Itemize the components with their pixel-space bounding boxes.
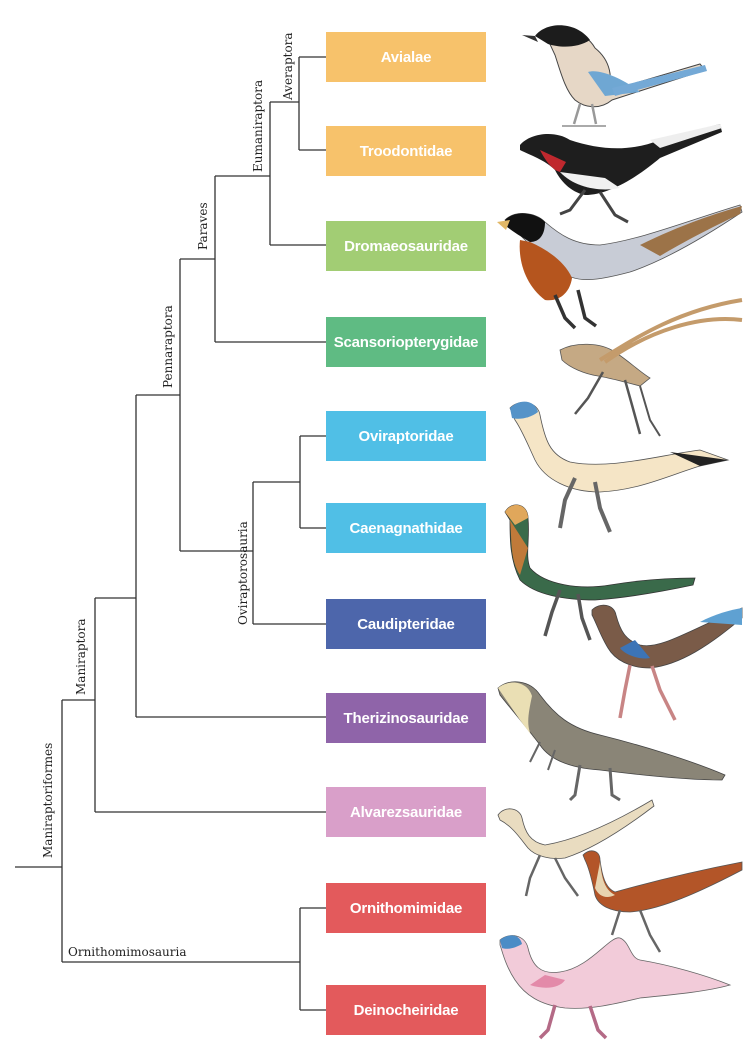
clade-label-ornithomimosauria: Ornithomimosauria (68, 946, 187, 959)
family-box-caudipteridae: Caudipteridae (326, 599, 486, 649)
clade-label-oviraptorosauria: Oviraptorosauria (237, 521, 250, 625)
oviraptorid-illustration (510, 402, 728, 532)
troodontid-illustration (520, 124, 722, 222)
clade-label-maniraptora: Maniraptora (75, 618, 88, 695)
azure-winged-magpie-illustration (522, 25, 707, 126)
clade-label-maniraptoriformes: Maniraptoriformes (42, 743, 55, 858)
deinocheirid-illustration (500, 935, 730, 1038)
family-box-troodontidae: Troodontidae (326, 126, 486, 176)
family-box-oviraptoridae: Oviraptoridae (326, 411, 486, 461)
therizinosaur-illustration (498, 682, 725, 800)
ornithomimid-illustration (583, 851, 742, 952)
family-box-caenagnathidae: Caenagnathidae (326, 503, 486, 553)
family-box-deinocheiridae: Deinocheiridae (326, 985, 486, 1035)
clade-label-eumaniraptora: Eumaniraptora (252, 80, 265, 172)
family-box-ornithomimidae: Ornithomimidae (326, 883, 486, 933)
family-box-scansoriopterygidae: Scansoriopterygidae (326, 317, 486, 367)
clade-label-averaptora: Averaptora (282, 32, 295, 100)
family-box-avialae: Avialae (326, 32, 486, 82)
family-box-alvarezsauridae: Alvarezsauridae (326, 787, 486, 837)
tree-branches (15, 57, 326, 1010)
clade-label-paraves: Paraves (197, 202, 210, 250)
family-box-therizinosauridae: Therizinosauridae (326, 693, 486, 743)
alvarezsaurid-illustration (498, 800, 654, 896)
family-box-dromaeosauridae: Dromaeosauridae (326, 221, 486, 271)
caudipterid-illustration (592, 605, 742, 720)
clade-label-pennaraptora: Pennaraptora (162, 305, 175, 388)
